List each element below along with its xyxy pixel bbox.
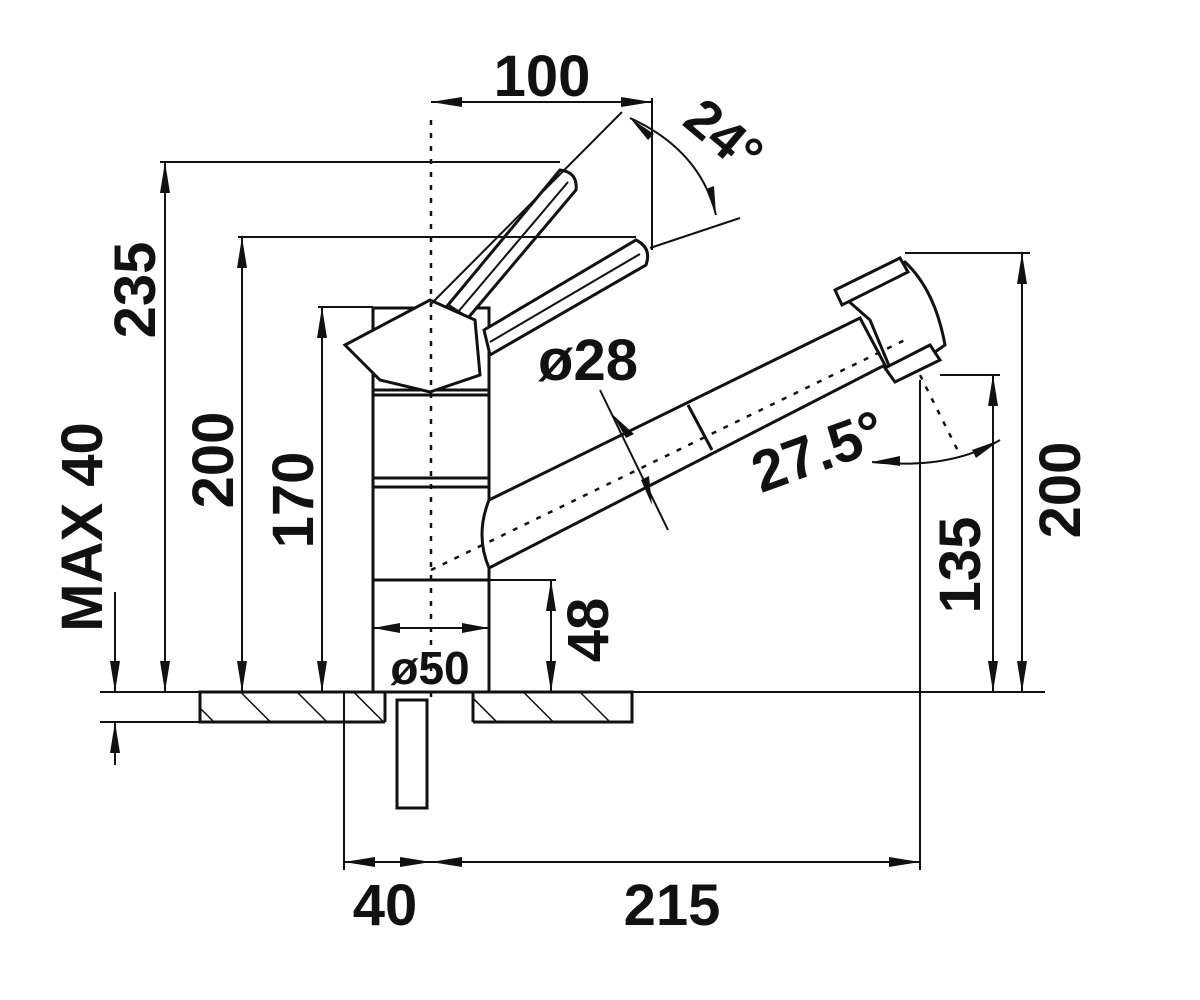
- arrow-max40-top: [110, 661, 120, 692]
- arrow-24-bottom: [706, 186, 716, 215]
- arrow-27-5-left: [872, 456, 900, 466]
- dim-line-d28: [599, 389, 669, 531]
- label-max-thickness: MAX 40: [50, 422, 115, 632]
- mounting-rod: [395, 698, 429, 810]
- label-overall-height: 235: [103, 242, 168, 339]
- spout-nozzle: [833, 256, 911, 308]
- countertop: [100, 690, 1045, 724]
- extension-lines: [114, 98, 1030, 870]
- lever-handle: [342, 168, 650, 394]
- arrow-170-top: [317, 307, 327, 338]
- arrow-100-left: [431, 97, 462, 107]
- arrow-215-right: [889, 857, 920, 867]
- arrow-24-top: [630, 118, 654, 140]
- label-reach: 215: [624, 873, 721, 938]
- lever-raised-center: [457, 181, 569, 313]
- arrow-135-bottom: [988, 661, 998, 692]
- arrow-40-left: [344, 857, 375, 867]
- center-lines: [429, 111, 962, 700]
- label-spout-diameter: ø28: [538, 328, 638, 393]
- label-base-height: 48: [556, 598, 621, 663]
- arrow-170-bottom: [317, 661, 327, 692]
- ext-24-lower: [649, 217, 741, 249]
- dimension-lines: [110, 97, 1027, 867]
- arrow-d50-right: [462, 623, 489, 633]
- lever-hub: [342, 298, 482, 394]
- arrow-max40-bottom: [110, 722, 120, 753]
- label-body-height: 170: [261, 452, 326, 549]
- arrow-200l-bottom: [237, 661, 247, 692]
- outlet-centerline: [918, 374, 962, 456]
- arrow-235-bottom: [160, 661, 170, 692]
- arrow-200r-bottom: [1017, 661, 1027, 692]
- label-top-width: 100: [494, 44, 591, 109]
- spout-joint: [686, 404, 714, 451]
- arrow-135-top: [988, 375, 998, 406]
- faucet-spout: [480, 256, 947, 571]
- arrow-40-right: [400, 857, 431, 867]
- lever-raised-position: [445, 168, 578, 320]
- label-lever-height: 200: [181, 412, 246, 509]
- arrow-215-left: [431, 857, 462, 867]
- label-spout-outlet-height: 135: [928, 517, 993, 614]
- label-lever-angle: 24°: [673, 87, 774, 185]
- label-rear-offset: 40: [353, 873, 418, 938]
- arrow-d28-top: [612, 414, 634, 438]
- arrow-d28-bottom: [641, 476, 652, 505]
- arrow-d50-left: [373, 623, 400, 633]
- spout-centerline: [430, 338, 906, 572]
- arrow-200r-top: [1017, 253, 1027, 284]
- arrow-48-top: [546, 580, 556, 611]
- arrow-27-5-right: [972, 440, 1000, 458]
- label-spout-top-height: 200: [1028, 442, 1093, 539]
- lever-lower-center: [489, 253, 641, 343]
- spout-tube: [480, 316, 888, 571]
- lever-axis-line: [429, 111, 623, 306]
- spout-outlet: [882, 343, 943, 384]
- arrow-48-bottom: [546, 661, 556, 692]
- arrow-235-top: [160, 162, 170, 193]
- arrow-200l-top: [237, 237, 247, 268]
- label-base-diameter: ø50: [390, 642, 469, 694]
- arrow-100-right: [621, 97, 652, 107]
- body-base: [371, 578, 491, 694]
